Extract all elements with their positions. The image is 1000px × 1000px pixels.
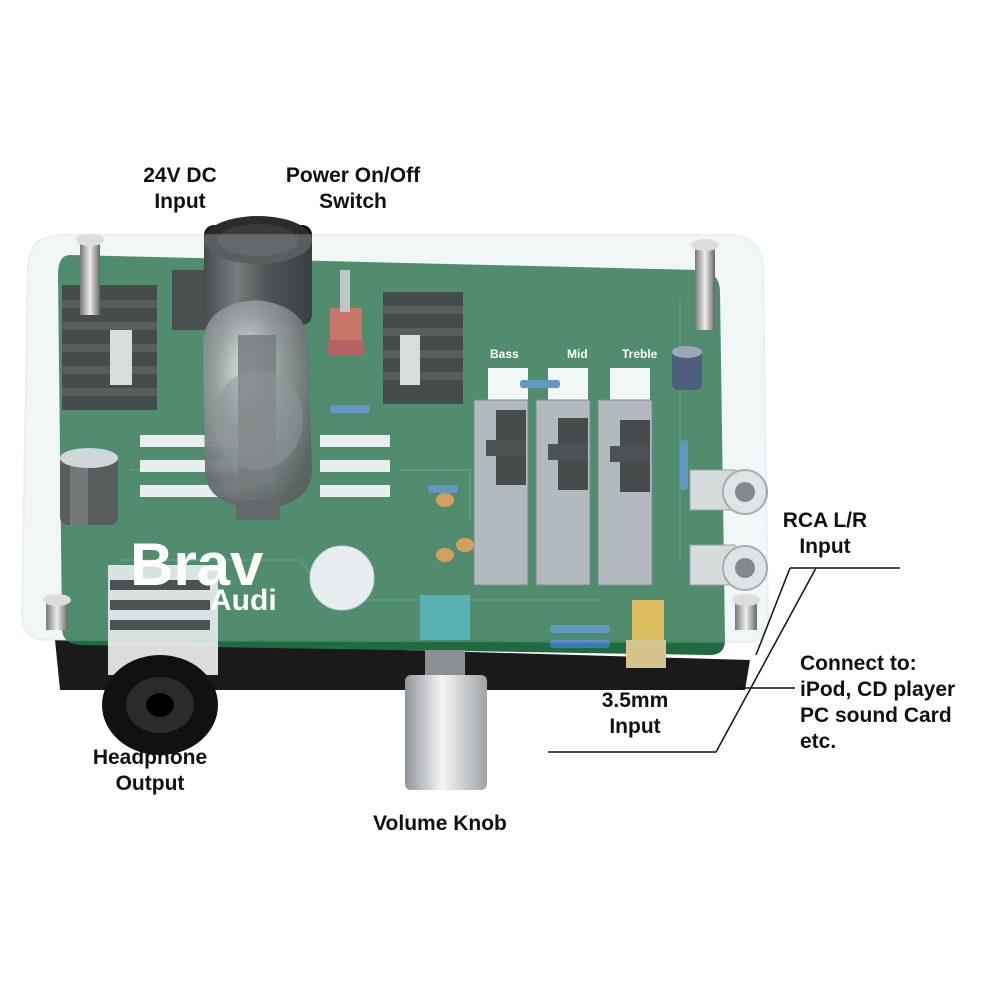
left-heatsink <box>62 285 157 410</box>
dc-input-line-2: Input <box>154 190 206 213</box>
right-heatsink <box>383 292 463 404</box>
rca-input-label: RCA L/R Input <box>770 508 880 560</box>
connect-to-label: Connect to: iPod, CD player PC sound Car… <box>800 651 1000 755</box>
connect-to-line-4: etc. <box>800 730 837 753</box>
rca-input-line-2: Input <box>799 535 851 558</box>
capacitor-top-right <box>672 346 702 390</box>
svg-text:Treble: Treble <box>622 347 658 361</box>
callout-lines <box>548 567 900 753</box>
volume-knob-label: Volume Knob <box>330 811 550 837</box>
ceramic-capacitors <box>436 493 474 562</box>
trim-pot <box>309 545 375 611</box>
svg-text:Bass: Bass <box>490 347 519 361</box>
standoff-posts <box>43 234 760 630</box>
eq-slider-bank <box>473 368 653 586</box>
headphone-output-line-1: Headphone <box>92 746 208 769</box>
logo-audi: Audi <box>210 584 277 617</box>
connect-to-line-2: iPod, CD player <box>800 678 956 701</box>
dc-input-label: 24V DC Input <box>120 163 240 215</box>
mini-input-label: 3.5mm Input <box>560 688 710 740</box>
power-switch-line-2: Switch <box>319 190 387 213</box>
chassis-base <box>55 640 750 690</box>
power-switch-line-1: Power On/Off <box>285 164 421 187</box>
svg-text:Mid: Mid <box>567 347 588 361</box>
vacuum-tube <box>203 300 312 520</box>
capacitor-large <box>204 216 312 325</box>
capacitor-small <box>60 448 118 525</box>
mini-input-line-1: 3.5mm <box>601 689 669 712</box>
power-switch-label: Power On/Off Switch <box>258 163 448 215</box>
resistors <box>330 380 688 648</box>
power-switch-component <box>328 270 364 356</box>
rca-input-line-1: RCA L/R <box>782 509 868 532</box>
dc-input-line-1: 24V DC <box>143 164 217 187</box>
rca-jacks <box>689 469 768 591</box>
mini-jack <box>626 600 666 668</box>
connect-to-line-3: PC sound Card <box>800 704 952 727</box>
logo-brav: Brav <box>130 531 264 598</box>
volume-knob-line-1: Volume Knob <box>373 812 507 835</box>
volume-pot <box>405 595 487 790</box>
headphone-output-line-2: Output <box>115 772 185 795</box>
headphone-output-label: Headphone Output <box>60 745 240 797</box>
connect-to-line-1: Connect to: <box>800 652 917 675</box>
mini-input-line-2: Input <box>609 715 661 738</box>
acrylic-top <box>20 234 770 644</box>
headphone-jack <box>102 565 218 755</box>
